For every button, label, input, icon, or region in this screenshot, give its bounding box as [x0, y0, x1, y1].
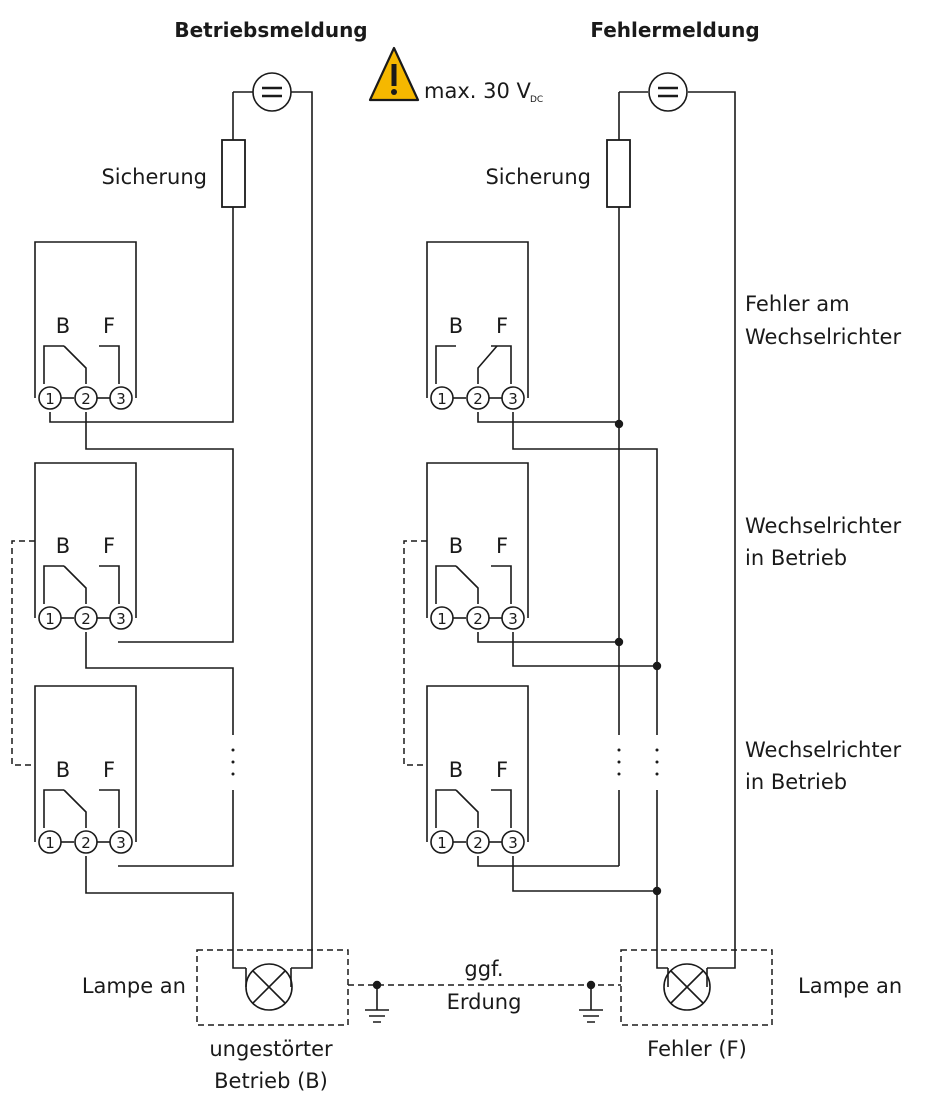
lamp-right-label: Lampe an	[798, 974, 902, 998]
dc-source-left-icon	[252, 72, 292, 112]
contact-f-label: F	[496, 314, 508, 338]
lamp-right-caption: Fehler (F)	[647, 1037, 747, 1061]
contact-b-label: B	[449, 758, 463, 782]
terminal-numbers: 1 2 3 1 2 3 1 2 3 1 2 3 1 2 3 1 2 3	[45, 390, 518, 852]
lamp-left-enclosure	[196, 949, 349, 1026]
terminal-number: 3	[116, 610, 126, 628]
terminal-icon	[109, 830, 133, 854]
terminal-number: 1	[45, 610, 55, 628]
relay-right-3	[426, 685, 529, 843]
relay-left-3	[34, 685, 137, 843]
fuse-left-label: Sicherung	[101, 165, 207, 189]
contact-b-label: B	[56, 314, 70, 338]
terminal-icon	[501, 830, 525, 854]
contact-f-label: F	[496, 534, 508, 558]
terminal-number: 2	[473, 390, 483, 408]
contact-f-label: F	[103, 758, 115, 782]
terminal-number: 3	[116, 390, 126, 408]
terminal-number: 3	[116, 834, 126, 852]
terminal-number: 2	[473, 610, 483, 628]
terminal-icon	[430, 830, 454, 854]
terminal-number: 1	[45, 390, 55, 408]
warning-subscript: DC	[530, 95, 543, 105]
terminal-icon	[466, 830, 490, 854]
status-1-line-2: Wechselrichter	[745, 325, 901, 349]
warning-text: max. 30 V	[424, 79, 532, 103]
relay-right-2	[426, 462, 529, 619]
status-3-line-1: Wechselrichter	[745, 738, 901, 762]
contact-f-label: F	[103, 534, 115, 558]
terminal-icon	[430, 606, 454, 630]
terminal-number: 3	[508, 390, 518, 408]
relay-left-1	[34, 241, 137, 399]
terminal-number: 2	[81, 834, 91, 852]
terminal-icon	[430, 386, 454, 410]
terminal-icon	[501, 386, 525, 410]
dc-source-right-icon	[648, 72, 688, 112]
lamp-right-enclosure	[620, 949, 773, 1026]
terminal-icon	[38, 606, 62, 630]
terminal-number: 1	[437, 390, 447, 408]
terminal-icon	[109, 386, 133, 410]
fuse-left-icon	[221, 139, 246, 208]
terminal-icon	[38, 386, 62, 410]
terminal-number: 1	[437, 610, 447, 628]
relay-right-1	[426, 241, 529, 399]
contact-f-label: F	[103, 314, 115, 338]
terminal-icon	[109, 606, 133, 630]
heading-fehlermeldung: Fehlermeldung	[590, 18, 759, 42]
status-3-line-2: in Betrieb	[745, 770, 847, 794]
terminal-icon	[74, 386, 98, 410]
contact-f-label: F	[496, 758, 508, 782]
contact-b-label: B	[56, 758, 70, 782]
terminal-number: 3	[508, 610, 518, 628]
right-circuit	[403, 91, 736, 969]
terminal-icon	[466, 606, 490, 630]
fuse-right-label: Sicherung	[485, 165, 591, 189]
left-circuit	[11, 91, 313, 969]
contact-b-label: B	[449, 314, 463, 338]
contact-labels: B F B F B F B F B F B F	[56, 314, 508, 782]
status-2-line-2: in Betrieb	[745, 546, 847, 570]
status-2-line-1: Wechselrichter	[745, 514, 901, 538]
status-1-line-1: Fehler am	[745, 292, 850, 316]
terminal-number: 2	[473, 834, 483, 852]
heading-betriebsmeldung: Betriebsmeldung	[174, 18, 367, 42]
warning-icon	[368, 46, 420, 102]
terminals	[38, 386, 525, 854]
fuse-right-icon	[606, 139, 631, 208]
relay-left-2	[34, 462, 137, 619]
ground-right-icon	[579, 985, 603, 1023]
lamp-left-caption-line-2: Betrieb (B)	[214, 1069, 328, 1093]
ground-label-line-2: Erdung	[447, 990, 522, 1014]
terminal-number: 2	[81, 390, 91, 408]
terminal-icon	[501, 606, 525, 630]
terminal-number: 1	[45, 834, 55, 852]
terminal-icon	[38, 830, 62, 854]
ground-label-line-1: ggf.	[464, 957, 503, 981]
contact-b-label: B	[56, 534, 70, 558]
lamp-left-label: Lampe an	[82, 974, 186, 998]
terminal-number: 3	[508, 834, 518, 852]
lamp-right-icon	[663, 963, 711, 1011]
lamp-left-icon	[245, 963, 293, 1011]
ground-left-icon	[365, 985, 389, 1023]
terminal-icon	[74, 606, 98, 630]
lamp-left-caption-line-1: ungestörter	[209, 1037, 333, 1061]
terminal-icon	[74, 830, 98, 854]
terminal-icon	[466, 386, 490, 410]
terminal-number: 1	[437, 834, 447, 852]
contact-b-label: B	[449, 534, 463, 558]
terminal-number: 2	[81, 610, 91, 628]
